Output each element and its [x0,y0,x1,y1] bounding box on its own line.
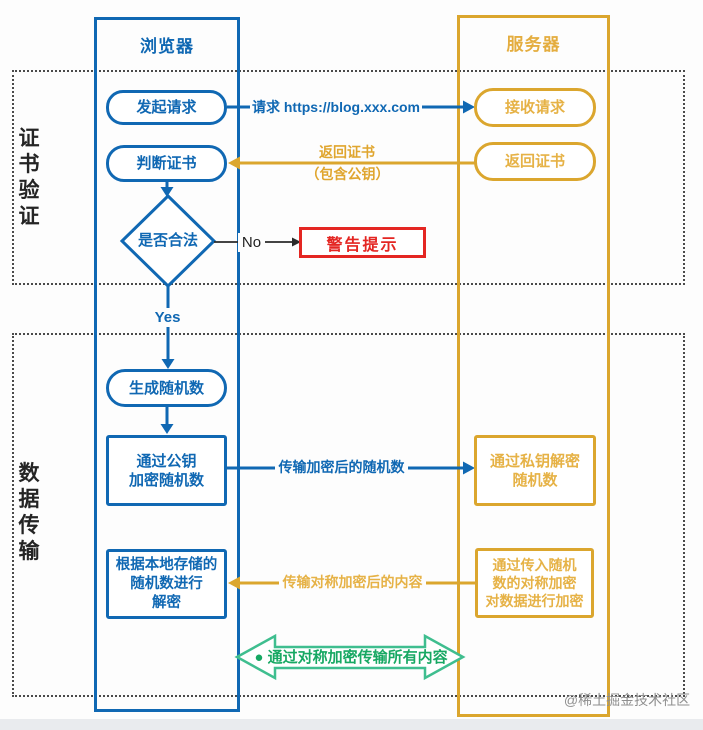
data-transmission-section-frame [12,333,685,697]
yes-label: Yes [150,308,185,327]
return-cert-label: 返回证书 [315,143,379,161]
node-receive-request: 接收请求 [474,88,596,127]
generate-to-encrypt-arrowhead-icon [160,424,174,434]
return-cert-arrowhead-icon [228,156,240,170]
node-encrypt-data-symmetric: 通过传入随机 数的对称加密 对数据进行加密 [475,548,594,618]
no-label: No [238,233,265,252]
no-branch-arrowhead-icon [292,237,301,247]
server-lane: 服务器 [457,15,610,717]
warning-prompt-box: 警告提示 [299,227,426,258]
browser-lane: 浏览器 [94,17,240,712]
yes-branch-arrowhead-icon [161,359,175,369]
node-decrypt-with-local-random: 根据本地存储的 随机数进行 解密 [106,549,227,619]
watermark: @稀土掘金技术社区 [563,692,691,708]
node-judge-certificate: 判断证书 [106,145,227,182]
node-generate-random: 生成随机数 [106,369,227,407]
certificate-validation-section-frame [12,70,685,285]
bottom-edge-strip [0,719,703,730]
judge-to-diamond-arrowhead-icon [160,187,174,197]
transfer-symmetric-content-label: 传输对称加密后的内容 [279,573,426,592]
return-cert-pubkey-label: （包含公钥） [303,165,392,183]
node-decrypt-random-private-key: 通过私钥解密 随机数 [474,435,596,506]
node-is-valid-label: 是否合法 [137,232,198,249]
request-arrowhead-icon [463,100,475,114]
encrypted-random-arrowhead-icon [463,461,475,475]
symmetric-content-arrowhead-icon [228,576,240,590]
section-label-data-transmission: 数据传输 [18,462,40,563]
section-label-certificate-validation: 证书验证 [18,127,40,228]
node-encrypt-random-public-key: 通过公钥 加密随机数 [106,435,227,506]
browser-lane-title: 浏览器 [140,37,194,56]
symmetric-channel-double-arrow [234,633,466,681]
server-lane-title: 服务器 [506,35,561,54]
request-url-label: 请求 https://blog.xxx.com [250,98,422,117]
symmetric-all-content-label: ● 通过对称加密传输所有内容 [254,649,448,666]
node-initiate-request: 发起请求 [106,90,227,125]
node-return-certificate: 返回证书 [474,142,596,181]
transfer-encrypted-random-label: 传输加密后的随机数 [275,458,408,477]
